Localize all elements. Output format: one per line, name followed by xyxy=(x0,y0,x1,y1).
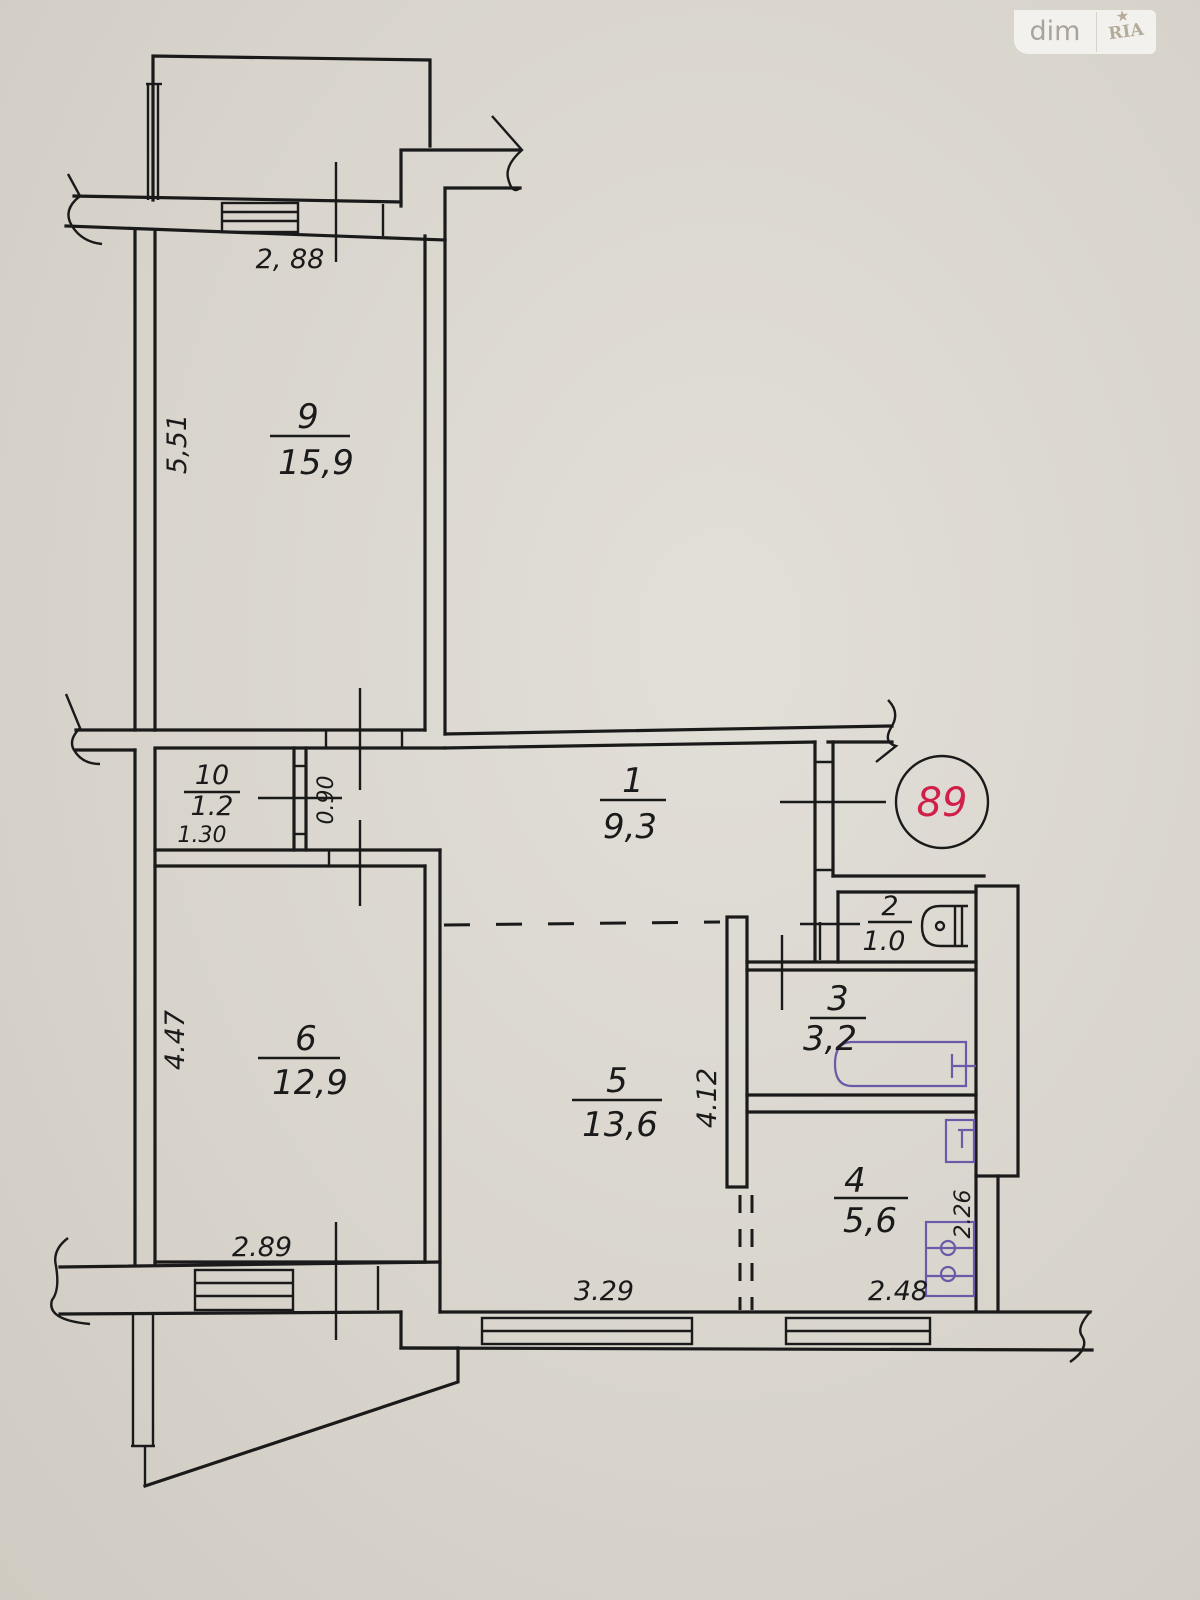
room-label-5: 5 13,6 xyxy=(572,1061,662,1145)
bottom-balcony xyxy=(131,1314,460,1489)
svg-text:15,9: 15,9 xyxy=(278,443,354,483)
dim-room5-length: 4.12 xyxy=(692,1068,723,1128)
dim-room9-width: 2, 88 xyxy=(256,244,325,275)
svg-text:4: 4 xyxy=(844,1161,866,1201)
svg-text:5: 5 xyxy=(606,1061,628,1101)
svg-text:12,9: 12,9 xyxy=(272,1063,348,1103)
svg-text:1.2: 1.2 xyxy=(191,791,234,822)
room-10 xyxy=(153,746,442,906)
svg-text:10: 10 xyxy=(195,760,229,791)
dim-room6-width: 2.89 xyxy=(232,1232,292,1263)
watermark-ria-logo: ★ RIA xyxy=(1096,9,1156,46)
apartment-number-badge: 89 xyxy=(894,754,990,850)
apartment-number: 89 xyxy=(917,780,968,826)
wet-core xyxy=(745,884,1020,1312)
left-exterior-wall xyxy=(64,228,157,1267)
svg-text:5,6: 5,6 xyxy=(843,1201,897,1241)
dim-room9-length: 5,51 xyxy=(162,414,193,474)
dim-ria-watermark: dim ★ RIA xyxy=(1014,9,1156,54)
room-label-3: 3 3,2 xyxy=(803,979,866,1059)
bathtub-icon xyxy=(833,1040,976,1088)
room-label-6: 6 12,9 xyxy=(258,1019,348,1103)
room-label-10: 10 1.2 xyxy=(184,760,240,822)
svg-text:9,3: 9,3 xyxy=(603,807,657,847)
dim-room6-length: 4.47 xyxy=(160,1010,191,1070)
bottom-exterior-wall xyxy=(50,1222,1094,1363)
room-label-4: 4 5,6 xyxy=(834,1161,908,1241)
dim-room4-width: 2.48 xyxy=(868,1276,928,1307)
star-icon: ★ xyxy=(1115,8,1130,26)
top-balcony xyxy=(66,54,524,246)
svg-text:6: 6 xyxy=(295,1019,317,1059)
svg-text:1: 1 xyxy=(622,761,644,801)
room-label-9: 9 15,9 xyxy=(270,397,354,483)
toilet-icon xyxy=(920,904,968,948)
partition-dashed xyxy=(443,920,721,927)
room-label-2: 2 1.0 xyxy=(863,891,912,957)
dim-room10-width: 1.30 xyxy=(178,823,227,848)
svg-text:1.0: 1.0 xyxy=(863,926,906,957)
room-5-partition xyxy=(725,915,754,1310)
watermark-dim-text: dim xyxy=(1014,12,1097,52)
svg-text:9: 9 xyxy=(297,397,319,437)
room-1-walls xyxy=(443,699,986,962)
svg-text:3: 3 xyxy=(827,979,849,1019)
sink-icon xyxy=(944,1118,976,1164)
dim-room4-length: 2.26 xyxy=(951,1190,976,1239)
room-label-1: 1 9,3 xyxy=(600,761,666,847)
room-9 xyxy=(153,234,447,790)
stove-icon xyxy=(924,1220,976,1298)
dim-room5-width: 3.29 xyxy=(574,1276,634,1307)
svg-text:2: 2 xyxy=(881,891,898,922)
svg-text:3,2: 3,2 xyxy=(803,1019,857,1059)
top-exterior-wall xyxy=(64,162,447,262)
dim-room10-length: 0.90 xyxy=(314,776,339,825)
svg-text:13,6: 13,6 xyxy=(582,1105,658,1145)
